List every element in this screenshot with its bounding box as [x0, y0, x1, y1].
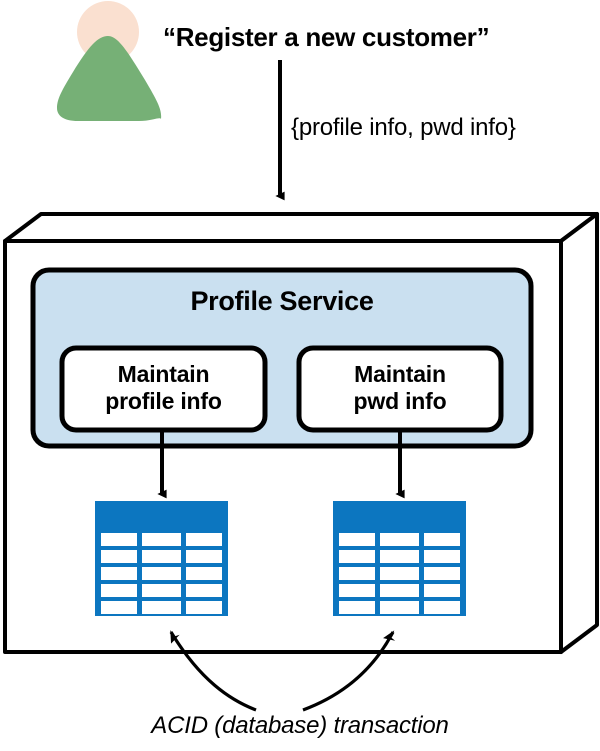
acid-transaction-leader-lines	[169, 630, 396, 712]
maintain-pwd-info-label: Maintain pwd info	[353, 361, 447, 414]
payload-label: {profile info, pwd info}	[291, 114, 516, 141]
acid-transaction-caption: ACID (database) transaction	[151, 712, 449, 739]
profile-database-icon	[95, 501, 228, 616]
customer-actor-icon	[57, 1, 162, 121]
profile-service-title: Profile Service	[190, 286, 374, 316]
pwd-database-icon	[333, 501, 466, 616]
request-label: “Register a new customer”	[163, 22, 490, 52]
maintain-profile-info-label: Maintain profile info	[105, 361, 222, 414]
